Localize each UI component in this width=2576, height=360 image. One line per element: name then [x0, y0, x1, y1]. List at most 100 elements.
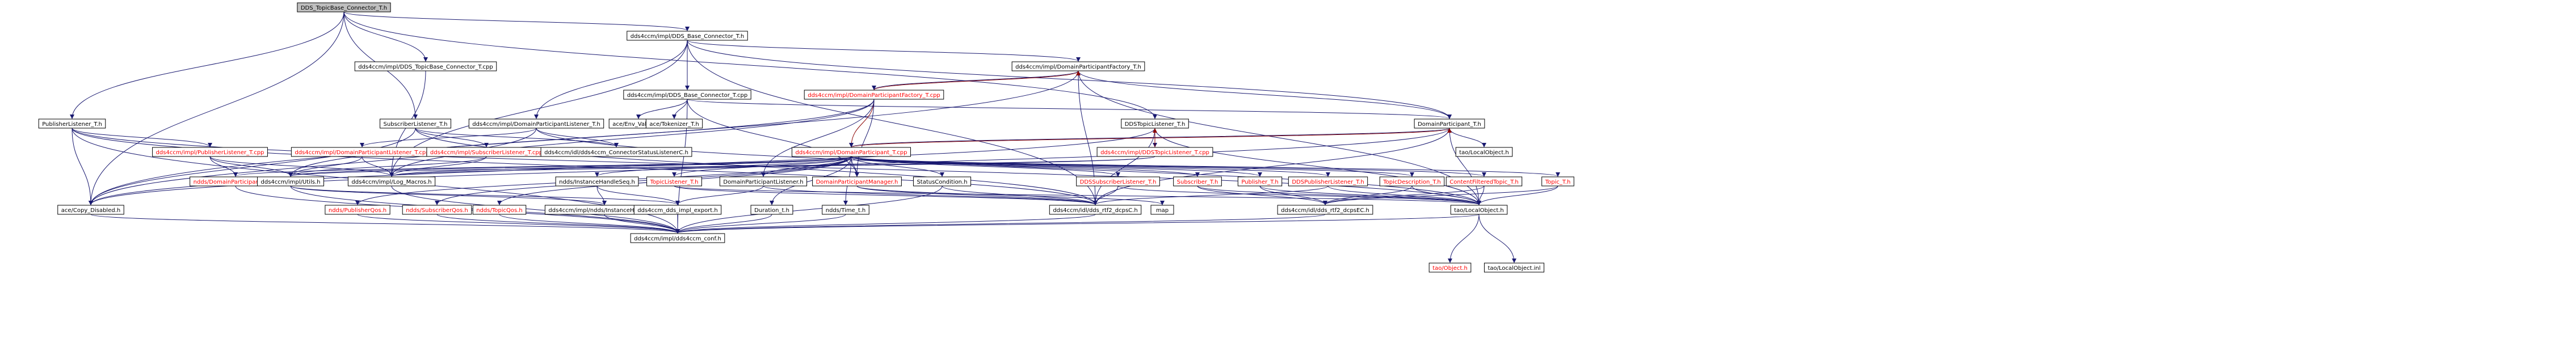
graph-node-dtl-h[interactable]: DDSTopicListener_T.h [1121, 118, 1189, 129]
graph-node-topqos[interactable]: ndds/TopicQos.h [472, 205, 527, 215]
graph-node-ihs[interactable]: ndds/InstanceHandleSeq.h [555, 176, 639, 187]
node-box [1455, 147, 1513, 157]
node-box [1076, 176, 1160, 187]
graph-node-lo-h[interactable]: tao/LocalObject.h [1450, 205, 1508, 215]
node-label: dds4ccm/impl/DomainParticipantListener_T… [295, 150, 429, 156]
graph-node-dpl2-h[interactable]: DomainParticipantListener.h [719, 176, 808, 187]
include-edge-58 [1093, 128, 1450, 205]
node-label: Subscriber_T.h [1177, 179, 1218, 185]
node-box [347, 176, 436, 187]
include-edge-13 [872, 70, 1079, 90]
node-label: dds4ccm/impl/SubscriberListener_T.cpp [430, 150, 543, 156]
graph-node-topic-h[interactable]: Topic_T.h [1541, 176, 1574, 187]
node-box [555, 176, 639, 187]
include-edge-94 [675, 214, 772, 234]
graph-node-dcpsec[interactable]: dds4ccm/idl/dds_rtf2_dcpsEC.h [1277, 205, 1373, 215]
graph-node-dimpl[interactable]: dds4ccm_dds_impl_export.h [633, 205, 722, 215]
include-edge-87 [357, 214, 680, 234]
node-label: ndds/TopicQos.h [476, 207, 522, 214]
node-label: DDSTopicListener_T.h [1125, 121, 1186, 128]
node-label: tao/LocalObject.h [1454, 207, 1504, 214]
graph-node-pl-cpp[interactable]: dds4ccm/impl/PublisherListener_T.cpp [152, 147, 268, 157]
node-box [1288, 176, 1368, 187]
graph-node-rtidcps[interactable]: dds4ccm/idl/dds_rtf2_dcpsC.h [1049, 205, 1142, 215]
node-label: DDSPublisherListener_T.h [1292, 179, 1364, 185]
graph-node-subqos[interactable]: ndds/SubscriberQos.h [402, 205, 472, 215]
include-edge-117 [1477, 185, 1558, 205]
include-edge-20 [389, 99, 875, 177]
graph-node-sl-cpp[interactable]: dds4ccm/impl/SubscriberListener_T.cpp [426, 147, 547, 157]
node-label: ndds/Time_t.h [826, 207, 866, 214]
graph-node-dur[interactable]: Duration_t.h [750, 205, 793, 215]
node-box [627, 31, 748, 41]
node-label: dds4ccm/impl/DomainParticipantFactory_T.… [808, 92, 940, 99]
include-edge-29 [72, 128, 212, 147]
graph-node-dbc-h[interactable]: dds4ccm/impl/DDS_Base_Connector_T.h [627, 31, 748, 41]
include-edge-119 [675, 214, 1326, 234]
graph-node-lo-h-top[interactable]: tao/LocalObject.h [1455, 147, 1513, 157]
include-edge-102 [942, 185, 1098, 205]
node-label: ndds/SubscriberQos.h [406, 207, 468, 214]
graph-node-map[interactable]: map [1150, 205, 1174, 215]
graph-node-dpl-cpp[interactable]: dds4ccm/impl/DomainParticipantListener_T… [291, 147, 434, 157]
graph-node-sub-listener-h[interactable]: SubscriberListener_T.h [380, 118, 451, 129]
graph-node-dpl-h[interactable]: dds4ccm/impl/DomainParticipantListener_T… [468, 118, 604, 129]
node-label: dds4ccm/impl/DomainParticipantFactory_T.… [1015, 64, 1141, 70]
node-box [804, 90, 944, 100]
graph-node-dpf-cpp[interactable]: dds4ccm/impl/DomainParticipantFactory_T.… [804, 90, 944, 100]
graph-node-dsl-h[interactable]: DDSSubscriberListener_T.h [1076, 176, 1160, 187]
node-box [1150, 205, 1174, 215]
node-label: DomainParticipant_T.h [1418, 121, 1481, 128]
edges-layer [70, 11, 1560, 263]
graph-node-td-h[interactable]: TopicDescription_T.h [1379, 176, 1445, 187]
node-label: dds4ccm/impl/PublisherListener_T.cpp [156, 150, 264, 156]
include-edge-118 [675, 214, 1096, 234]
graph-node-time[interactable]: ndds/Time_t.h [822, 205, 869, 215]
node-box [57, 205, 124, 215]
graph-node-pubqos[interactable]: ndds/PublisherQos.h [325, 205, 390, 215]
graph-node-dp-h[interactable]: DomainParticipant_T.h [1414, 118, 1485, 129]
graph-node-cft-h[interactable]: ContentFilteredTopic_T.h [1445, 176, 1523, 187]
node-box [719, 176, 808, 187]
include-edge-68 [851, 156, 944, 177]
graph-node-dtbc-cpp[interactable]: dds4ccm/impl/DDS_TopicBase_Connector_T.c… [354, 61, 497, 71]
graph-node-dpm-h[interactable]: DomainParticipantManager.h [812, 176, 902, 187]
graph-node-dpf-h[interactable]: dds4ccm/impl/DomainParticipantFactory_T.… [1011, 61, 1145, 71]
graph-node-conf[interactable]: dds4ccm/impl/dds4ccm_conf.h [630, 233, 725, 243]
graph-node-dpubl-h[interactable]: DDSPublisherListener_T.h [1288, 176, 1368, 187]
include-edge-47 [288, 156, 487, 177]
graph-node-csl-h[interactable]: dds4ccm/idl/dds4ccm_ConnectorStatusListe… [540, 147, 692, 157]
include-edge-48 [389, 156, 487, 177]
graph-node-lo-inl[interactable]: tao/LocalObject.inl [1484, 262, 1545, 273]
graph-node-dp-cpp[interactable]: dds4ccm/impl/DomainParticipant_T.cpp [791, 147, 911, 157]
graph-node-sc-h[interactable]: StatusCondition.h [913, 176, 972, 187]
node-label: dds4ccm/idl/dds4ccm_ConnectorStatusListe… [544, 150, 688, 156]
include-edge-43 [209, 156, 394, 177]
graph-node-dtl-cpp[interactable]: dds4ccm/impl/DDSTopicListener_T.cpp [1096, 147, 1213, 157]
include-edge-25 [672, 99, 688, 119]
graph-node-copy-dis[interactable]: ace/Copy_Disabled.h [57, 205, 124, 215]
include-edge-75 [851, 156, 1560, 177]
include-edge-59 [89, 128, 1450, 205]
include-edge-120 [1448, 214, 1480, 263]
node-box [630, 233, 725, 243]
graph-node-pub-listener-h[interactable]: PublisherListener_T.h [38, 118, 106, 129]
include-edge-51 [1154, 128, 1481, 205]
include-edge-1 [343, 11, 428, 62]
graph-node-logm[interactable]: dds4ccm/impl/Log_Macros.h [347, 176, 436, 187]
graph-node-sub-h[interactable]: Subscriber_T.h [1173, 176, 1222, 187]
include-edge-18 [873, 71, 1081, 91]
graph-node-dbc-cpp[interactable]: dds4ccm/impl/DDS_Base_Connector_T.cpp [623, 90, 751, 100]
graph-node-tl-h[interactable]: TopicListener_T.h [646, 176, 702, 187]
graph-node-root[interactable]: DDS_TopicBase_Connector_T.h [297, 2, 391, 12]
include-edge-84 [290, 185, 680, 205]
include-edge-79 [770, 156, 852, 205]
graph-node-pubt-h[interactable]: Publisher_T.h [1237, 176, 1283, 187]
include-edge-42 [209, 156, 293, 177]
node-label: PublisherListener_T.h [42, 121, 102, 128]
graph-node-tokenizer[interactable]: ace/Tokenizer_T.h [645, 118, 703, 129]
graph-node-utils[interactable]: dds4ccm/impl/Utils.h [257, 176, 324, 187]
node-label: Publisher_T.h [1241, 179, 1278, 185]
graph-node-tao-obj[interactable]: tao/Object.h [1428, 262, 1472, 273]
include-edge-56 [1449, 128, 1486, 147]
